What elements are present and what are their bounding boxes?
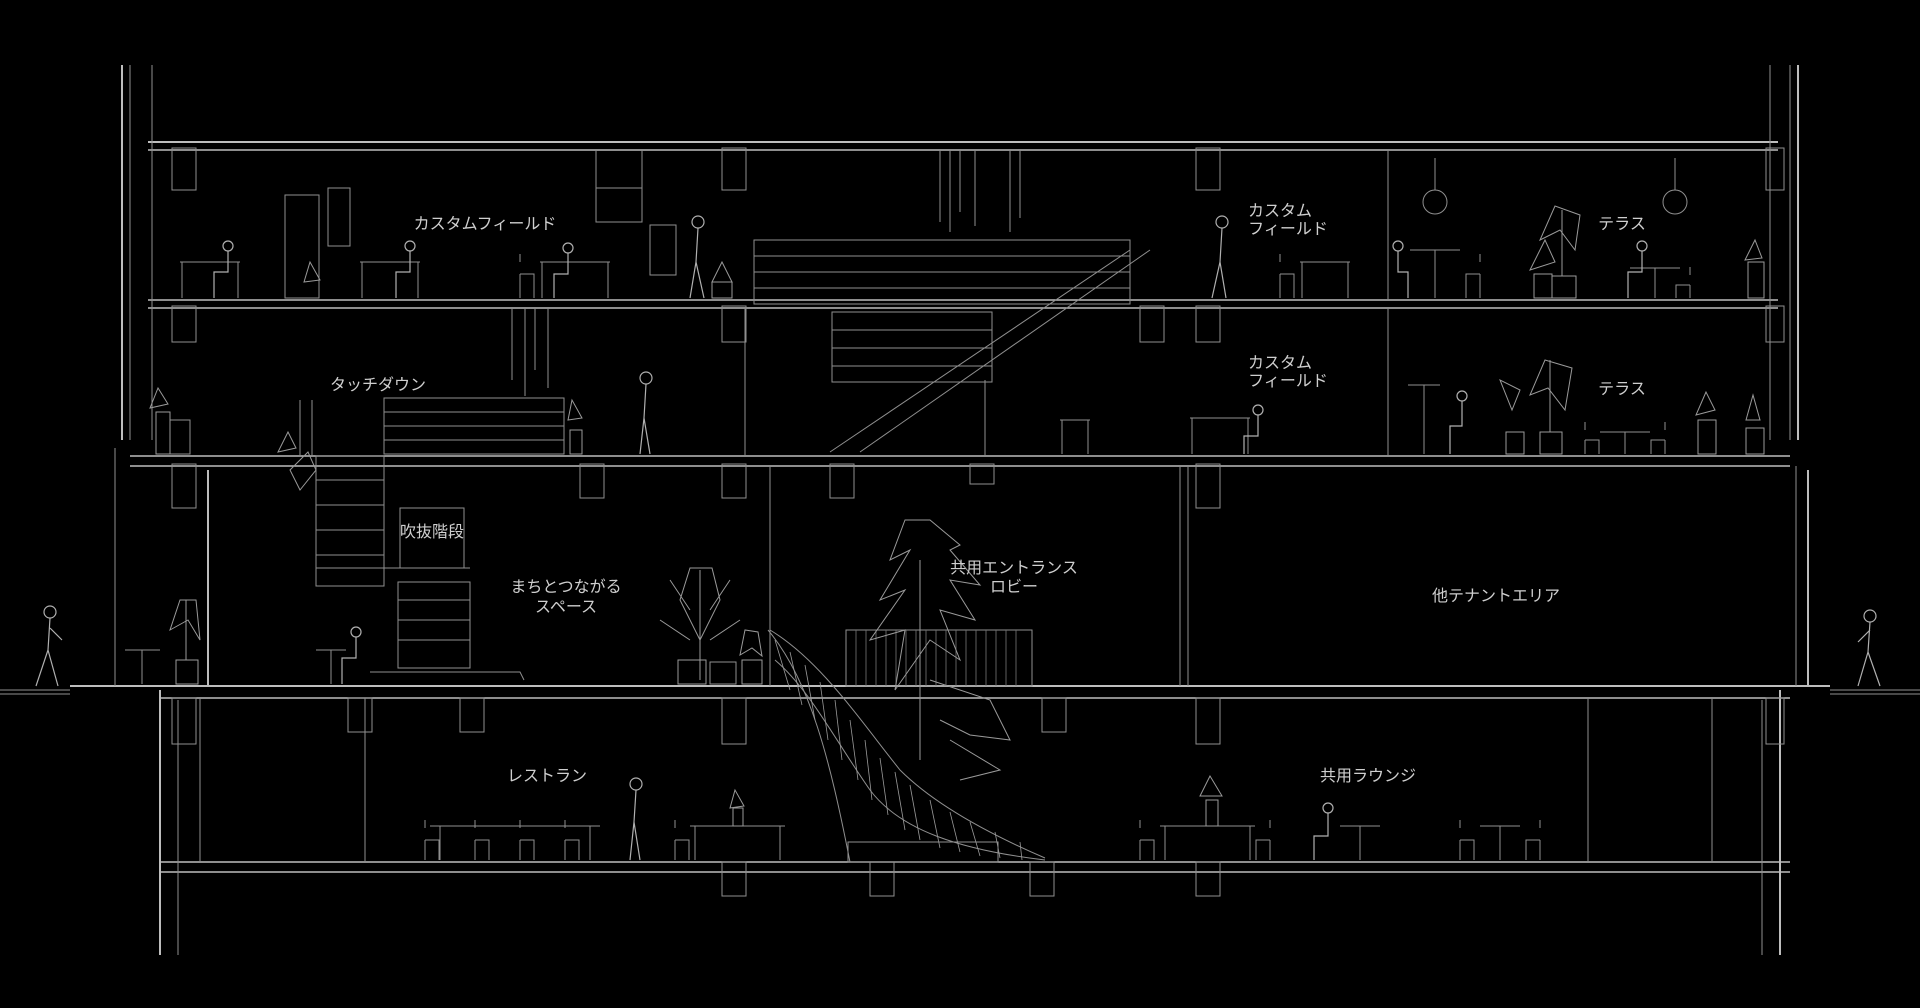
people <box>35 215 1881 861</box>
label-town-space-2: スペース <box>535 597 597 616</box>
label-lobby-1: 共用エントランス <box>950 558 1078 577</box>
label-custom-field-mid-2: フィールド <box>1248 371 1328 390</box>
room-labels: カスタムフィールド カスタム フィールド テラス タッチダウン カスタム フィー… <box>330 201 1646 785</box>
label-restaurant: レストラン <box>507 766 587 785</box>
label-atrium-stair: 吹抜階段 <box>400 522 464 541</box>
label-terrace-upper: テラス <box>1598 214 1646 233</box>
label-custom-field-upper-left: カスタムフィールド <box>414 214 557 233</box>
plants <box>149 205 1765 827</box>
label-other-tenant: 他テナントエリア <box>1432 586 1560 605</box>
lights <box>511 150 1688 396</box>
building-structure <box>0 65 1920 955</box>
label-town-space-1: まちとつながる <box>510 577 621 596</box>
label-touchdown: タッチダウン <box>330 375 426 394</box>
label-custom-field-mid-1: カスタム <box>1248 353 1312 372</box>
label-lounge: 共用ラウンジ <box>1320 766 1416 785</box>
label-custom-field-upper-right-1: カスタム <box>1248 201 1312 220</box>
label-terrace-mid: テラス <box>1598 379 1646 398</box>
label-lobby-2: ロビー <box>990 577 1038 596</box>
lobby-tree <box>868 519 1011 781</box>
furniture <box>125 187 1691 860</box>
stairs <box>299 239 1151 863</box>
label-custom-field-upper-right-2: フィールド <box>1248 219 1328 238</box>
